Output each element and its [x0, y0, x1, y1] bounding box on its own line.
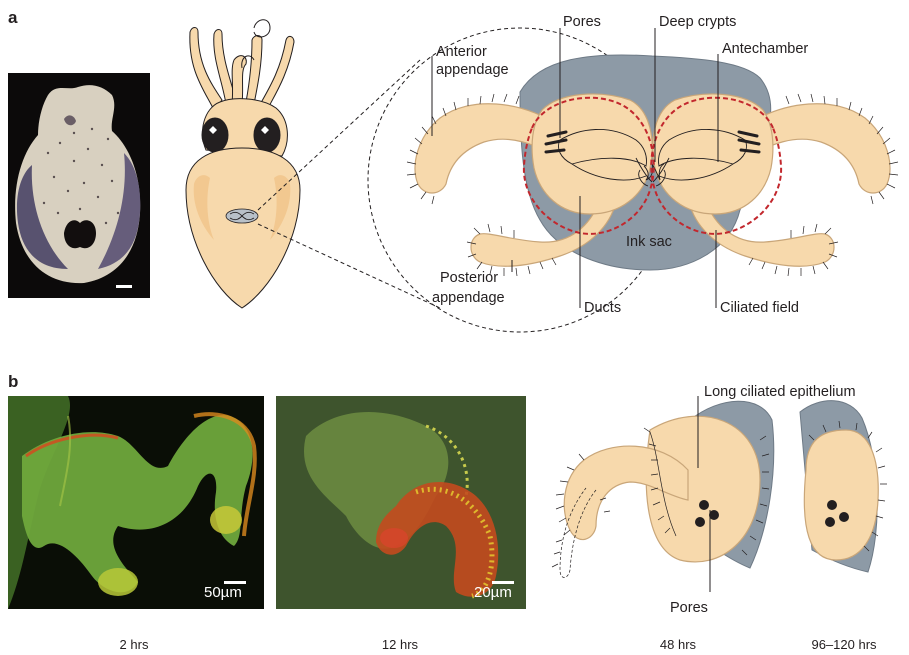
time-label-96-120hrs: 96–120 hrs — [784, 637, 904, 652]
label-long-ciliated-epithelium: Long ciliated epithelium — [704, 384, 856, 400]
time-label-12hrs: 12 hrs — [340, 637, 460, 652]
organ-48hrs — [552, 401, 774, 577]
time-label-48hrs: 48 hrs — [618, 637, 738, 652]
organ-96-120hrs — [800, 401, 887, 572]
label-pores-b: Pores — [670, 600, 708, 616]
time-label-2hrs: 2 hrs — [74, 637, 194, 652]
